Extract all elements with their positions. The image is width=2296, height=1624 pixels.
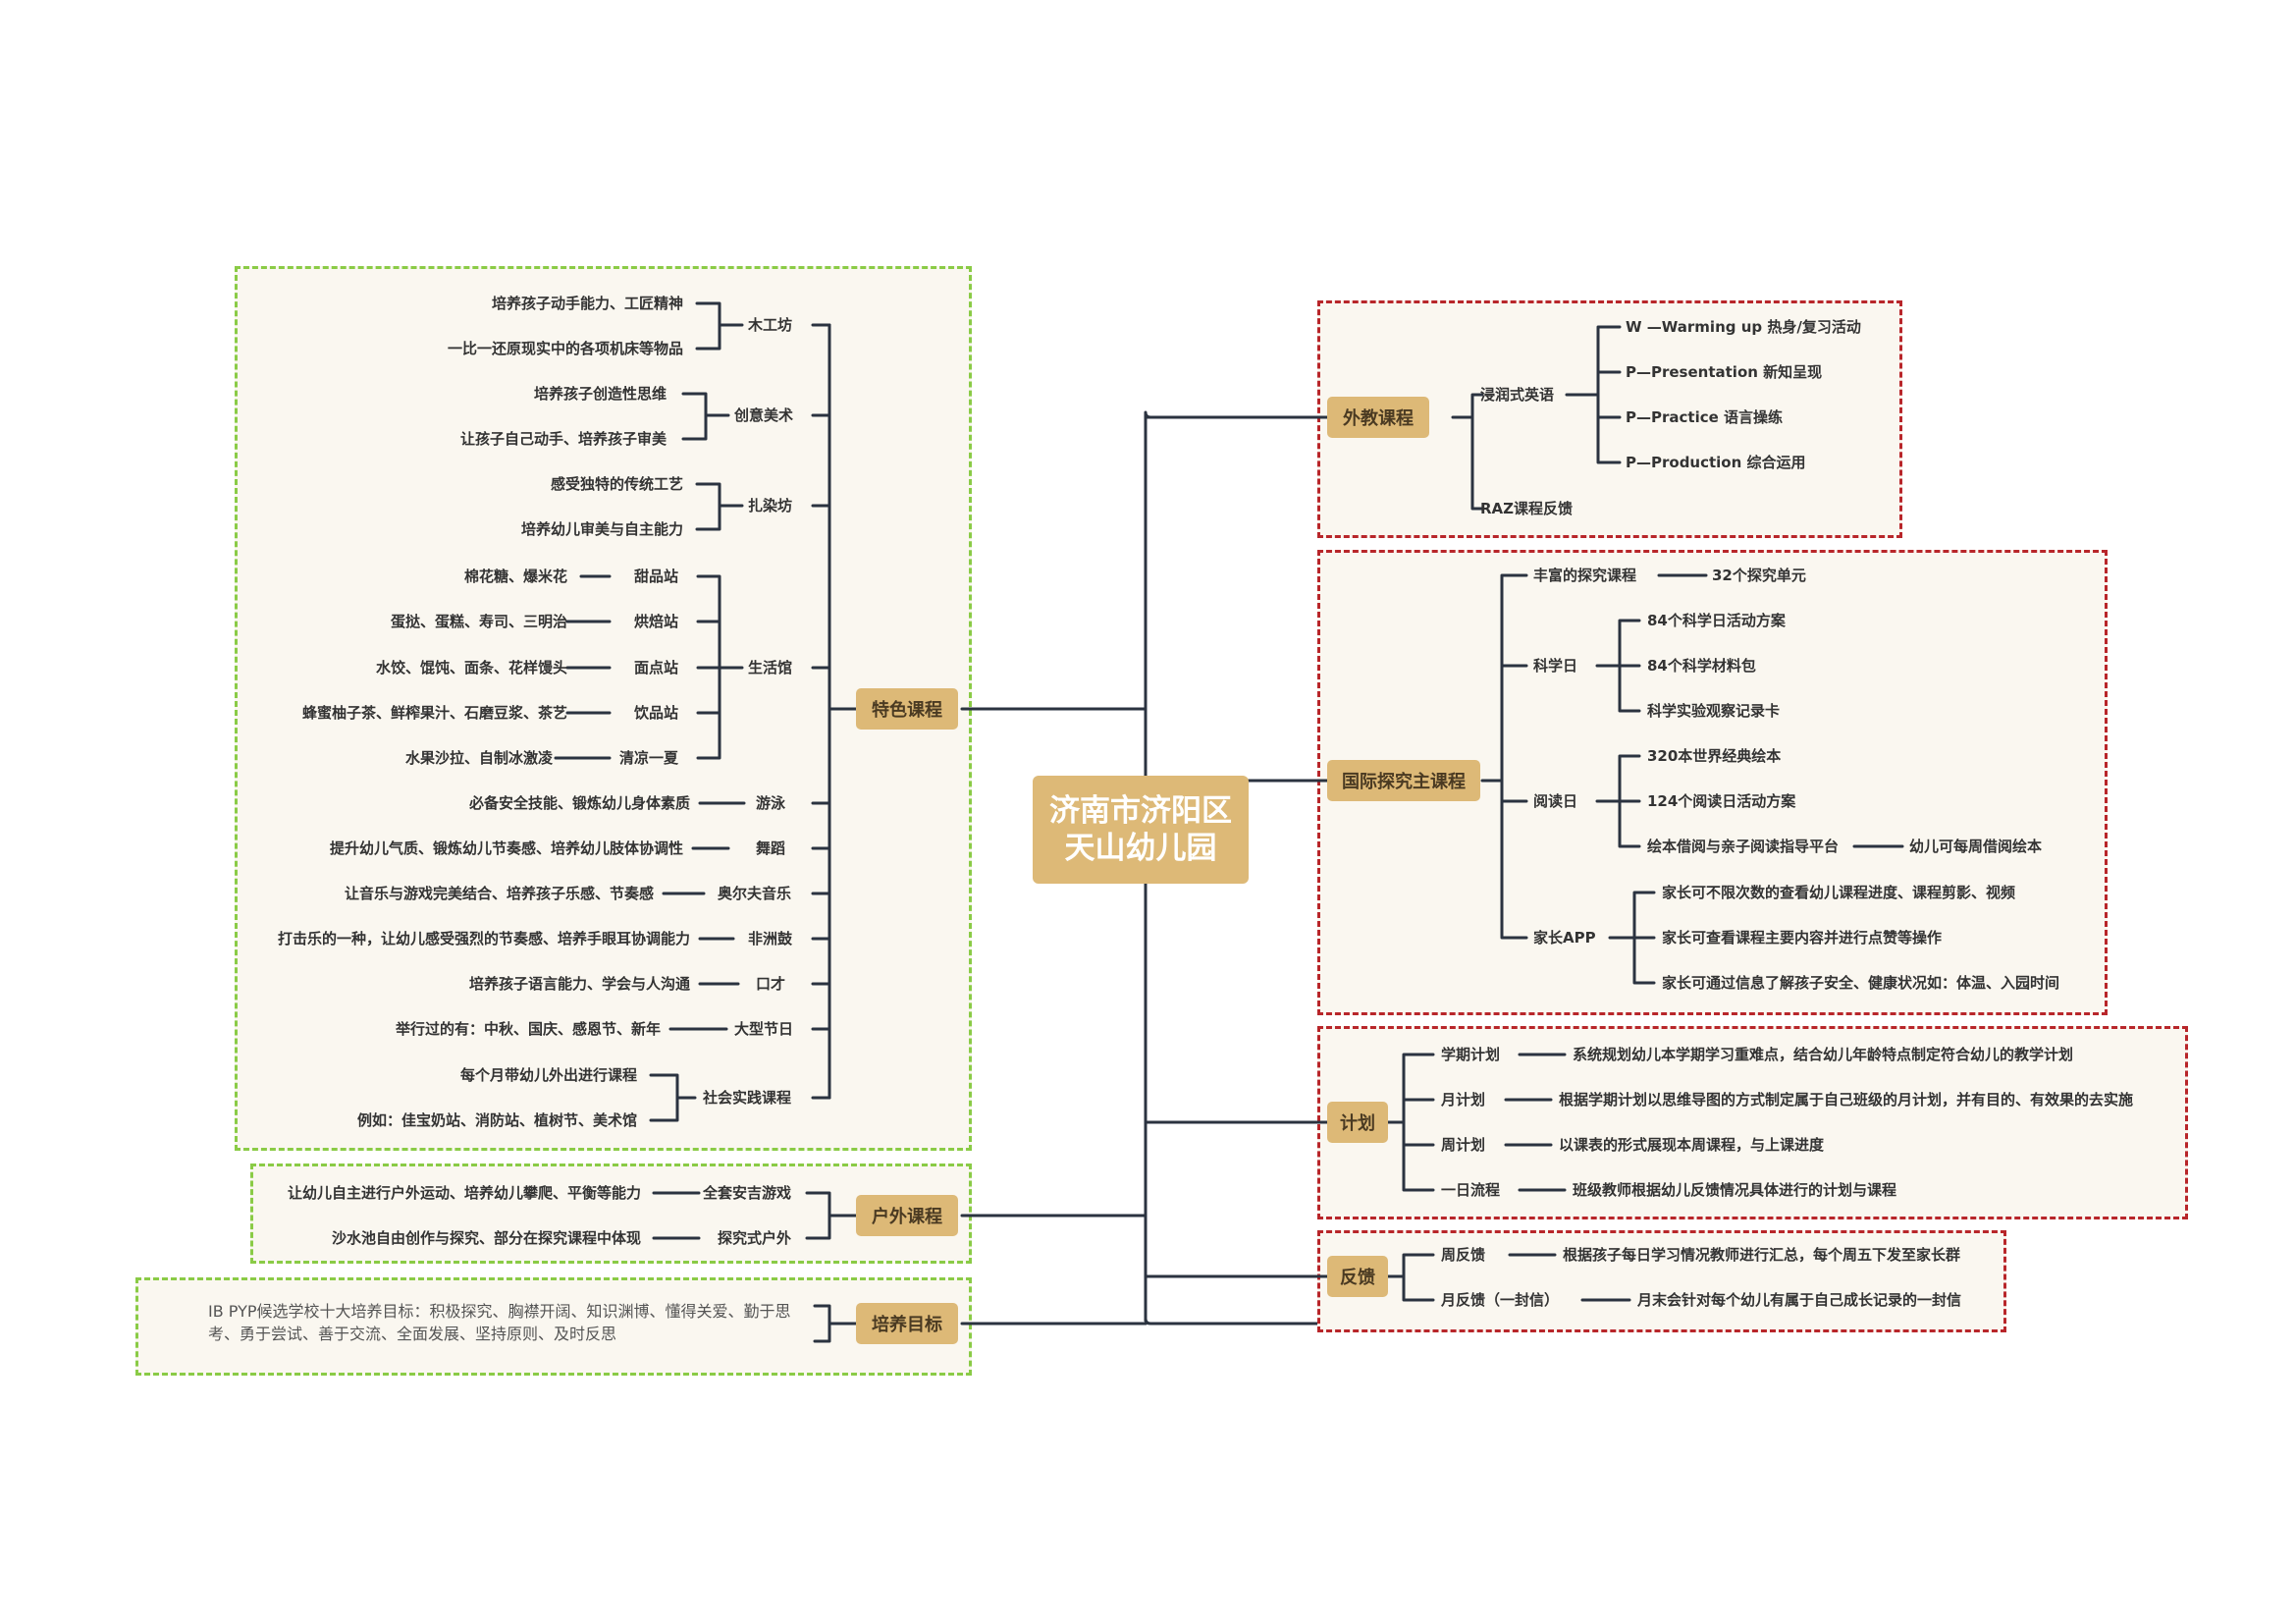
node-african-drum[interactable]: 非洲鼓 [748, 930, 793, 947]
node-weekly-plan-desc: 以课表的形式展现本周课程，与上课进度 [1559, 1136, 1825, 1154]
node-weekly-feedback-desc: 根据孩子每日学习情况教师进行汇总，每个周五下发至家长群 [1563, 1246, 1961, 1264]
node-immersion-english[interactable]: 浸润式英语 [1480, 386, 1555, 404]
node-reading-day-1: 320本世界经典绘本 [1647, 747, 1782, 765]
node-rich-inquiry-desc: 32个探究单元 [1712, 567, 1806, 584]
node-woodwork-detail-2: 一比一还原现实中的各项机床等物品 [447, 340, 683, 357]
node-creative-art-detail-1: 培养孩子创造性思维 [533, 385, 667, 403]
node-anji-play-desc: 让幼儿自主进行户外运动、培养幼儿攀爬、平衡等能力 [287, 1184, 641, 1202]
node-inquiry-outdoor[interactable]: 探究式户外 [718, 1229, 792, 1247]
node-eloquence-desc: 培养孩子语言能力、学会与人沟通 [468, 975, 690, 993]
node-reading-platform-desc: 幼儿可每周借阅绘本 [1909, 838, 2043, 855]
node-social-practice-detail-1: 每个月带幼儿外出进行课程 [459, 1066, 637, 1084]
node-pastry-station-desc: 水饺、馄饨、面条、花样馒头 [375, 659, 567, 677]
node-production: P—Production 综合运用 [1626, 454, 1806, 471]
root-node[interactable]: 济南市济阳区 天山幼儿园 [1033, 776, 1249, 884]
node-baking-station-desc: 蛋挞、蛋糕、寿司、三明治 [390, 613, 567, 630]
node-orff-music-desc: 让音乐与游戏完美结合、培养孩子乐感、节奏感 [344, 885, 654, 902]
node-parent-app-2: 家长可查看课程主要内容并进行点赞等操作 [1662, 929, 1943, 947]
node-drink-station[interactable]: 饮品站 [634, 704, 679, 722]
node-science-day-3: 科学实验观察记录卡 [1647, 702, 1781, 720]
node-african-drum-desc: 打击乐的一种，让幼儿感受强烈的节奏感、培养手眼耳协调能力 [277, 930, 690, 947]
outdoor-courses-frame [250, 1164, 972, 1264]
node-anji-play[interactable]: 全套安吉游戏 [703, 1184, 792, 1202]
node-monthly-plan[interactable]: 月计划 [1441, 1091, 1486, 1109]
node-woodwork-detail-1: 培养孩子动手能力、工匠精神 [491, 295, 683, 312]
node-presentation: P—Presentation 新知呈现 [1626, 363, 1823, 381]
root-title-line1: 济南市济阳区 [1049, 793, 1232, 829]
node-raz-feedback[interactable]: RAZ课程反馈 [1480, 500, 1574, 517]
node-swimming-desc: 必备安全技能、锻炼幼儿身体素质 [468, 794, 690, 812]
node-semester-plan[interactable]: 学期计划 [1441, 1046, 1501, 1063]
branch-training-goal[interactable]: 培养目标 [856, 1303, 958, 1344]
node-weekly-plan[interactable]: 周计划 [1441, 1136, 1486, 1154]
node-tie-dye-detail-2: 培养幼儿审美与自主能力 [520, 520, 683, 538]
branch-plan[interactable]: 计划 [1327, 1102, 1388, 1143]
branch-inquiry-courses[interactable]: 国际探究主课程 [1327, 760, 1480, 801]
branch-outdoor-courses[interactable]: 户外课程 [856, 1195, 958, 1236]
node-eloquence[interactable]: 口才 [756, 975, 786, 993]
root-title-line2: 天山幼儿园 [1064, 831, 1217, 866]
node-festival[interactable]: 大型节日 [734, 1020, 794, 1038]
node-social-practice-detail-2: 例如：佳宝奶站、消防站、植树节、美术馆 [356, 1111, 637, 1129]
node-monthly-feedback[interactable]: 月反馈（一封信） [1441, 1291, 1560, 1309]
node-dessert-station-desc: 棉花糖、爆米花 [463, 568, 567, 585]
node-baking-station[interactable]: 烘焙站 [634, 613, 679, 630]
node-drink-station-desc: 蜂蜜柚子茶、鲜榨果汁、石磨豆浆、茶艺 [301, 704, 567, 722]
node-social-practice[interactable]: 社会实践课程 [703, 1089, 792, 1107]
node-daily-routine-desc: 班级教师根据幼儿反馈情况具体进行的计划与课程 [1573, 1181, 1897, 1199]
branch-special-courses[interactable]: 特色课程 [856, 688, 958, 730]
node-parent-app-3: 家长可通过信息了解孩子安全、健康状况如：体温、入园时间 [1662, 974, 2060, 992]
node-semester-plan-desc: 系统规划幼儿本学期学习重难点，结合幼儿年龄特点制定符合幼儿的教学计划 [1573, 1046, 2074, 1063]
node-parent-app[interactable]: 家长APP [1533, 929, 1596, 947]
node-inquiry-outdoor-desc: 沙水池自由创作与探究、部分在探究课程中体现 [331, 1229, 641, 1247]
branch-feedback[interactable]: 反馈 [1327, 1256, 1388, 1297]
node-dance-desc: 提升幼儿气质、锻炼幼儿节奏感、培养幼儿肢体协调性 [329, 839, 683, 857]
node-reading-day-2: 124个阅读日活动方案 [1647, 792, 1796, 810]
node-woodwork[interactable]: 木工坊 [748, 316, 793, 334]
node-swimming[interactable]: 游泳 [756, 794, 786, 812]
node-science-day[interactable]: 科学日 [1533, 657, 1578, 675]
node-weekly-feedback[interactable]: 周反馈 [1441, 1246, 1486, 1264]
node-tie-dye-detail-1: 感受独特的传统工艺 [550, 475, 683, 493]
node-cool-summer-desc: 水果沙拉、自制冰激凌 [404, 749, 553, 767]
node-orff-music[interactable]: 奥尔夫音乐 [718, 885, 792, 902]
node-daily-routine[interactable]: 一日流程 [1441, 1181, 1501, 1199]
node-science-day-1: 84个科学日活动方案 [1647, 612, 1786, 629]
training-goal-frame [135, 1277, 972, 1376]
node-dessert-station[interactable]: 甜品站 [634, 568, 679, 585]
plan-frame [1317, 1026, 2188, 1219]
node-monthly-plan-desc: 根据学期计划以思维导图的方式制定属于自己班级的月计划，并有目的、有效果的去实施 [1559, 1091, 2134, 1109]
feedback-frame [1317, 1230, 2006, 1332]
node-parent-app-1: 家长可不限次数的查看幼儿课程进度、课程剪影、视频 [1662, 884, 2016, 901]
node-creative-art-detail-2: 让孩子自己动手、培养孩子审美 [459, 430, 667, 448]
node-festival-desc: 举行过的有：中秋、国庆、感恩节、新年 [395, 1020, 661, 1038]
node-reading-platform: 绘本借阅与亲子阅读指导平台 [1647, 838, 1840, 855]
node-reading-day[interactable]: 阅读日 [1533, 792, 1578, 810]
node-tie-dye[interactable]: 扎染坊 [748, 497, 793, 514]
node-warming-up: W —Warming up 热身/复习活动 [1626, 318, 1861, 336]
node-monthly-feedback-desc: 月末会针对每个幼儿有属于自己成长记录的一封信 [1637, 1291, 1962, 1309]
node-training-goal-text: IB PYP候选学校十大培养目标：积极探究、胸襟开阔、知识渊博、懂得关爱、勤于思… [208, 1302, 791, 1343]
node-rich-inquiry[interactable]: 丰富的探究课程 [1533, 567, 1637, 584]
node-creative-art[interactable]: 创意美术 [734, 406, 794, 424]
branch-foreign-courses[interactable]: 外教课程 [1327, 397, 1429, 438]
node-practice: P—Practice 语言操练 [1626, 408, 1783, 426]
node-science-day-2: 84个科学材料包 [1647, 657, 1756, 675]
node-dance[interactable]: 舞蹈 [756, 839, 786, 857]
node-pastry-station[interactable]: 面点站 [634, 659, 679, 677]
node-cool-summer[interactable]: 清凉一夏 [619, 749, 679, 767]
node-life-hall[interactable]: 生活馆 [748, 659, 793, 677]
